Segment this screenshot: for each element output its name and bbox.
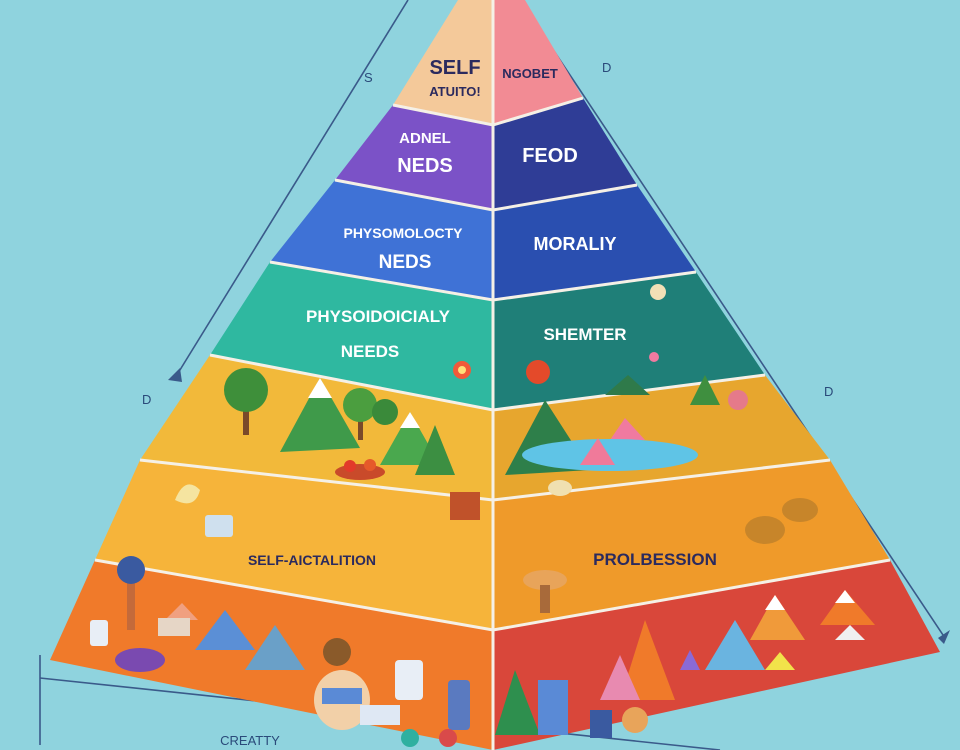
right-labels: NGOBET FEOD MORALIY SHEMTER PROLBESSION (502, 66, 717, 569)
tree-icon (224, 368, 268, 412)
tier1-right-label: NGOBET (502, 66, 558, 81)
lake-icon (522, 439, 698, 471)
tier-separators (94, 0, 891, 750)
tier3-right-label: MORALIY (534, 234, 617, 254)
food-bowl-icon (335, 464, 385, 480)
flower-icon (728, 390, 748, 410)
tier6-left-face (95, 460, 493, 630)
bottom-label: CREATTY (220, 733, 280, 748)
jar-icon (395, 660, 423, 700)
tier3-left-label-line2: NEDS (379, 252, 432, 273)
flower-icon (650, 284, 666, 300)
box-icon (590, 710, 612, 738)
tier2-right-label: FEOD (522, 145, 578, 167)
ball-icon (401, 729, 419, 747)
box-icon (450, 492, 480, 520)
mountain-icon (165, 603, 198, 620)
mountain-icon (610, 418, 645, 440)
person-icon (323, 638, 351, 666)
mountain-icon (705, 620, 765, 670)
tier7-left-items (90, 556, 470, 747)
mountain-icon (600, 655, 640, 700)
mountain-icon (820, 590, 875, 625)
mountain-icon (415, 425, 455, 475)
tier4-right-face (493, 272, 765, 410)
mountain-icon (620, 620, 675, 700)
book-icon (360, 705, 400, 725)
tier1-left-label-line1: SELF (429, 57, 480, 79)
bowl-icon (115, 648, 165, 672)
tree-icon (372, 399, 398, 425)
mountain-icon (750, 595, 805, 640)
ball-icon (439, 729, 457, 747)
tier2-left-label-line1: ADNEL (399, 130, 451, 147)
tier1-left-face (393, 0, 493, 125)
book-icon (158, 618, 190, 636)
tier4-left-face (210, 262, 493, 410)
left-guide-line (174, 0, 409, 379)
mid-left-mark: D (142, 392, 151, 407)
tier3-left-label-line1: PHYSOMOLOCTY (343, 225, 463, 241)
tier5-right-landscape (505, 375, 748, 496)
tier4-left-label-line2: NEEDS (341, 342, 400, 361)
tier7-right-items (495, 590, 875, 738)
mushroom-icon (548, 480, 572, 496)
building-icon (538, 680, 568, 735)
tier4-right-label: SHEMTER (543, 325, 626, 344)
animal-icon (745, 516, 785, 544)
mushroom-icon (523, 570, 567, 590)
mountain-icon (280, 378, 360, 452)
tree-icon (690, 375, 720, 405)
tier2-left-label-line2: NEDS (397, 155, 453, 177)
tier1-right-face (493, 0, 583, 125)
tier3-right-face (493, 185, 696, 300)
right-arrow-icon (938, 630, 950, 644)
left-arrow-icon (168, 368, 182, 382)
crystal-icon (680, 650, 700, 670)
mountain-icon (195, 610, 255, 650)
left-labels: SELF ATUITO! ADNEL NEDS PHYSOMOLOCTY NED… (220, 57, 481, 748)
crystal-icon (765, 652, 795, 670)
top-right-mark: D (602, 60, 611, 75)
tier2-right-face (493, 98, 637, 210)
tier5-left-landscape (224, 361, 480, 520)
flower-icon (649, 352, 659, 362)
ball-icon (622, 707, 648, 733)
tree-icon (495, 670, 540, 735)
animal-icon (782, 498, 818, 522)
mountain-icon (245, 625, 305, 670)
crystal-icon (835, 625, 865, 640)
tree-icon (343, 388, 377, 422)
cup-icon (90, 620, 108, 646)
mid-right-mark: D (824, 384, 833, 399)
tier4-left-label-line1: PHYSOIDOICIALY (306, 307, 451, 326)
tier6-left-label: SELF-AICTALITION (248, 552, 376, 568)
tier6-right-label: PROLBESSION (593, 550, 717, 569)
top-left-mark: S (364, 70, 373, 85)
figure-icon (127, 580, 135, 630)
tier2-left-face (335, 105, 493, 210)
shell-icon (175, 484, 200, 504)
apple-icon (526, 360, 550, 384)
bottle-icon (448, 680, 470, 730)
box-icon (205, 515, 233, 537)
tier1-left-label-line2: ATUITO! (429, 84, 481, 99)
mountain-icon (605, 375, 650, 395)
right-guide-line (519, 0, 946, 639)
